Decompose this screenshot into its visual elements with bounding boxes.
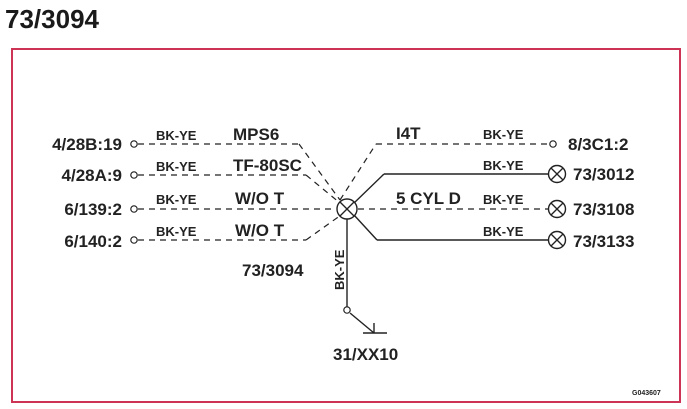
left-terminal-label: 6/139:2 xyxy=(64,200,122,219)
right-terminal-label: 73/3133 xyxy=(573,232,634,251)
terminal-point xyxy=(130,140,138,148)
wire-color-label: BK-YE xyxy=(156,224,197,239)
splice-label: 73/3094 xyxy=(242,261,304,280)
right-wire-73-3012: BK-YE 73/3012 xyxy=(352,158,634,205)
page-title: 73/3094 xyxy=(5,4,99,34)
figure-code: G043607 xyxy=(632,390,661,397)
terminal-point xyxy=(130,236,138,244)
dashed-wire-to-splice xyxy=(298,143,341,201)
dashed-wire-to-splice xyxy=(305,214,342,241)
option-label: W/O T xyxy=(235,221,285,240)
wire-color-label: BK-YE xyxy=(483,127,524,142)
left-wire-4-28a-9: 4/28A:9 BK-YE TF-80SC xyxy=(62,156,341,204)
right-terminal-label: 8/3C1:2 xyxy=(568,135,628,154)
right-wire-73-3108: 5 CYL D BK-YE 73/3108 xyxy=(358,189,634,219)
option-label: W/O T xyxy=(235,189,285,208)
terminal-point xyxy=(130,205,138,213)
right-terminal-label: 73/3108 xyxy=(573,200,634,219)
solid-wire-from-splice xyxy=(353,214,378,241)
wire-color-label: BK-YE xyxy=(156,159,197,174)
option-label: I4T xyxy=(396,124,421,143)
ground-terminal-point xyxy=(343,306,351,314)
dashed-wire-from-splice xyxy=(339,143,377,201)
ground-label: 31/XX10 xyxy=(333,345,398,364)
right-wire-8-3c1-2: I4T BK-YE 8/3C1:2 xyxy=(339,124,628,201)
wire-color-label: BK-YE xyxy=(156,128,197,143)
left-terminal-label: 4/28A:9 xyxy=(62,166,122,185)
left-terminal-label: 6/140:2 xyxy=(64,232,122,251)
left-wire-4-28b-19: 4/28B:19 BK-YE MPS6 xyxy=(52,125,341,201)
wire-color-label: BK-YE xyxy=(156,192,197,207)
wire-color-label: BK-YE xyxy=(483,224,524,239)
left-wire-6-140-2: 6/140:2 BK-YE W/O T xyxy=(64,214,342,251)
wire-color-label: BK-YE xyxy=(483,158,524,173)
left-wire-6-139-2: 6/139:2 BK-YE W/O T xyxy=(64,189,336,219)
ground-icon xyxy=(363,323,387,334)
right-terminal-label: 73/3012 xyxy=(573,165,634,184)
splice-symbol xyxy=(336,198,358,220)
terminal-point xyxy=(130,171,138,179)
left-terminal-label: 4/28B:19 xyxy=(52,135,122,154)
wire-color-label: BK-YE xyxy=(483,192,524,207)
right-wire-73-3133: BK-YE 73/3133 xyxy=(353,214,634,251)
dashed-wire-to-splice xyxy=(305,174,341,204)
ground-wire-color-label: BK-YE xyxy=(332,249,347,290)
terminal-point xyxy=(549,140,557,148)
ground-lead xyxy=(349,312,375,334)
option-label: TF-80SC xyxy=(233,156,302,175)
diagram-frame xyxy=(11,48,681,403)
option-label: 5 CYL D xyxy=(396,189,461,208)
option-label: MPS6 xyxy=(233,125,279,144)
lamp-icon xyxy=(547,164,567,184)
lamp-icon xyxy=(547,230,567,250)
solid-wire-from-splice xyxy=(352,173,385,205)
lamp-icon xyxy=(547,199,567,219)
